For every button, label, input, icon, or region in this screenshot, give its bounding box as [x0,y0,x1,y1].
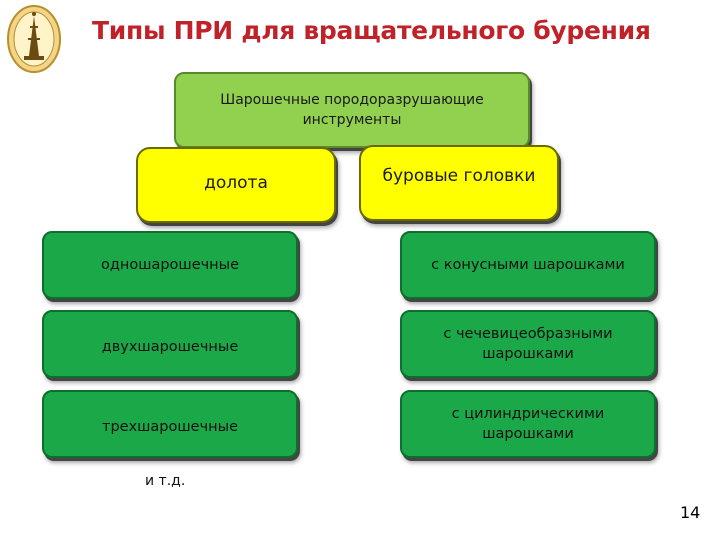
head-type-lenticular: с чечевицеобразными шарошками [400,310,656,378]
page-number: 14 [680,503,701,522]
bit-type-label: одношарошечные [100,256,240,273]
branch-node-heads-label: буровые головки [382,166,536,186]
head-type-label: с цилиндрическими шарошками [451,405,605,442]
head-type-label: с конусными шарошками [431,256,625,273]
bit-type-label: двухшарошечные [101,338,239,355]
head-type-label: с чечевицеобразными шарошками [443,325,613,362]
head-type-cylindrical: с цилиндрическими шарошками [400,390,656,458]
bit-type-one-cone: одношарошечные [42,231,298,299]
head-type-conical: с конусными шарошками [400,231,656,299]
branch-node-heads: буровые головки [359,145,559,221]
slide-title: Типы ПРИ для вращательного бурения [92,16,651,45]
bit-type-three-cone: трехшарошечные [42,390,298,458]
root-node-label: Шарошечные породоразрушающие инструменты [220,91,484,128]
branch-node-bits: долота [136,147,336,223]
university-emblem-logo [7,5,61,73]
root-node: Шарошечные породоразрушающие инструменты [174,72,530,148]
branch-node-bits-label: долота [204,173,268,193]
bit-type-two-cone: двухшарошечные [42,310,298,378]
bit-type-label: трехшарошечные [102,418,238,435]
etc-note: и т.д. [145,473,186,489]
